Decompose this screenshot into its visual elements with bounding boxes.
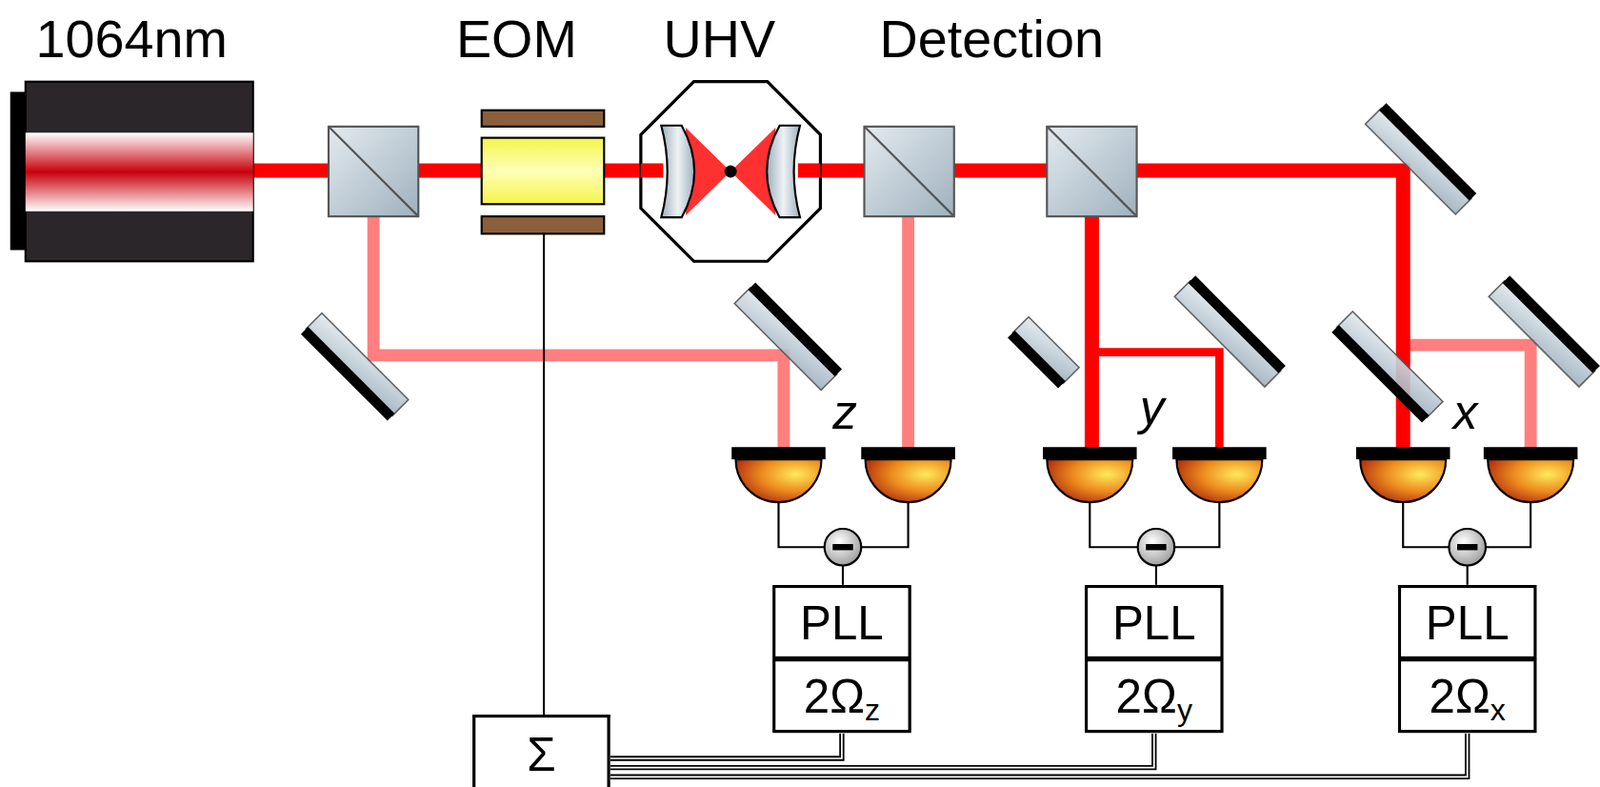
- box-text: 2Ω: [803, 667, 865, 723]
- section-title: UHV: [662, 12, 776, 66]
- subscript: x: [1490, 692, 1506, 727]
- pll-box: PLL: [1398, 584, 1538, 660]
- mirror: [1488, 275, 1600, 387]
- mirror: [1331, 311, 1443, 423]
- axis-label: y: [1140, 382, 1165, 432]
- detectors: [731, 446, 1578, 585]
- signal-wire: [610, 732, 1155, 767]
- box-text: 2Ω: [1429, 667, 1491, 723]
- signal-wire: [610, 732, 1468, 777]
- pll-box: PLL: [1084, 584, 1224, 660]
- mirror: [1365, 102, 1478, 215]
- box-text: PLL: [800, 594, 884, 650]
- pll-box: PLL: [772, 584, 912, 660]
- summing-box: Σ: [472, 714, 611, 787]
- section-title: 1064nm: [36, 12, 228, 66]
- signal-wire: [610, 732, 842, 759]
- frequency-box: 2Ωy: [1084, 658, 1224, 733]
- mirror: [734, 282, 842, 391]
- frequency-box: 2Ωz: [772, 658, 912, 733]
- box-text: PLL: [1425, 594, 1510, 650]
- box-text: PLL: [1112, 594, 1197, 650]
- subscript: y: [1177, 692, 1193, 727]
- section-title: EOM: [456, 12, 578, 66]
- mirror: [1007, 317, 1080, 389]
- section-title: Detection: [880, 12, 1104, 66]
- mirror: [1174, 275, 1286, 387]
- box-text: 2Ω: [1116, 667, 1178, 723]
- subscript: z: [864, 692, 880, 727]
- mirrors: [300, 102, 1600, 422]
- box-text: Σ: [526, 725, 556, 781]
- mirror: [300, 313, 409, 421]
- axis-label: z: [832, 387, 858, 437]
- axis-label: x: [1453, 387, 1479, 437]
- frequency-box: 2Ωx: [1398, 658, 1538, 733]
